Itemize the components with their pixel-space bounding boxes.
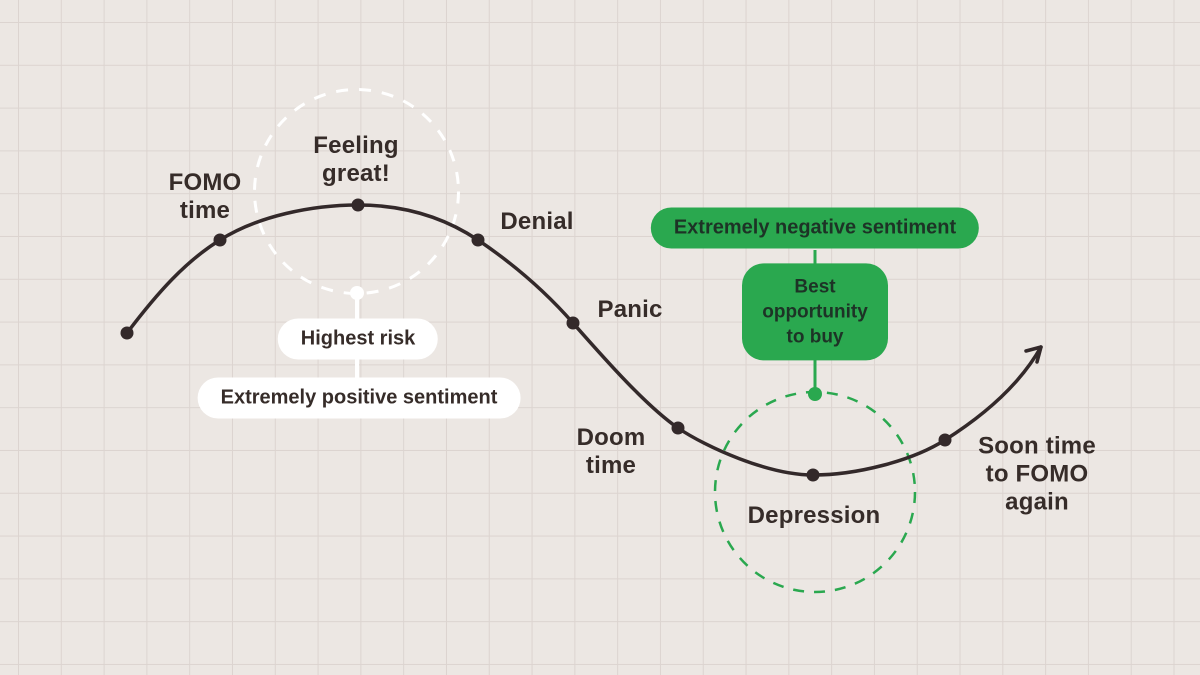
curve-dot-doom-time: [671, 421, 685, 435]
label-feeling-great: Feeling great!: [313, 132, 399, 187]
label-doom-time: Doom time: [576, 424, 646, 479]
label-soon-fomo-again: Soon time to FOMO again: [978, 432, 1096, 515]
curve-dot-fomo-time: [213, 233, 227, 247]
callout-extremely-negative-sentiment: Extremely negative sentiment: [650, 207, 980, 249]
callout-best-opportunity-to-buy: Best opportunity to buy: [742, 263, 888, 361]
curve-dot-panic: [566, 316, 580, 330]
label-depression: Depression: [747, 502, 881, 530]
curve-dot-depression: [806, 468, 820, 482]
label-denial: Denial: [500, 208, 574, 236]
curve-dot-denial: [471, 233, 485, 247]
curve-dot-start: [120, 326, 134, 340]
curve-dot-soon-fomo: [938, 433, 952, 447]
peak-connector-dot: [350, 286, 364, 300]
trough-highlight-dashed-circle: [713, 390, 917, 594]
label-fomo-time: FOMO time: [168, 169, 242, 224]
curve-point-dots: [120, 198, 952, 482]
label-panic: Panic: [597, 296, 663, 324]
callout-extremely-positive-sentiment: Extremely positive sentiment: [197, 377, 521, 419]
trend-arrowhead-icon: [1024, 345, 1043, 364]
curve-dot-feeling-great: [351, 198, 365, 212]
peak-highlight-dashed-circle: [253, 88, 460, 295]
callout-highest-risk: Highest risk: [277, 318, 439, 360]
trough-connector-dot: [808, 387, 822, 401]
